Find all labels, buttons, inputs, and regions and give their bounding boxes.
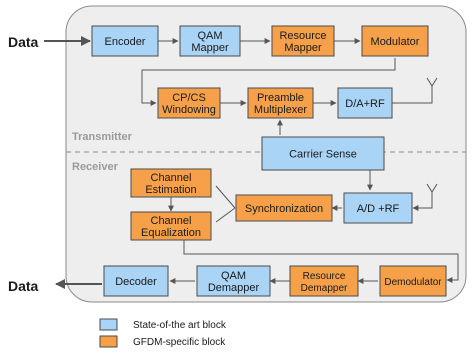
resource-demapper-block (289, 265, 359, 297)
channel-estimation-label-line: Estimation (145, 184, 196, 196)
arrow-sync-estimation (215, 185, 236, 209)
demodulator-label-line: Demodulator (384, 277, 442, 288)
carrier-sense-block (261, 136, 385, 171)
transmitter-label: Transmitter (72, 131, 133, 143)
legend-swatch-gfdm (99, 335, 118, 348)
qam-mapper-block (179, 25, 241, 57)
preamble-multiplexer-block (247, 87, 314, 119)
encoder-label: Encoder (105, 36, 146, 48)
qam-demapper-block (196, 265, 271, 297)
qam-mapper-label-line: QAM (197, 30, 222, 42)
cp-cs-windowing-block (157, 87, 221, 119)
demodulator-block (379, 265, 447, 297)
resource-mapper-label-line: Resource (279, 30, 326, 42)
carrier-sense-label-line: Carrier Sense (289, 149, 357, 161)
qam-demapper-label-line: Demapper (208, 282, 260, 294)
resource-mapper-block (271, 25, 335, 57)
arrow-modulator-cpcs (141, 58, 396, 106)
decoder-label-line: Decoder (115, 276, 157, 288)
ad-rf-label: A/D +RF (357, 203, 400, 215)
legend-swatch-state-of-art (99, 318, 118, 331)
channel-estimation-label-line: Channel (151, 172, 192, 184)
demodulator-label: Demodulator (384, 277, 442, 288)
resource-demapper-label-line: Resource (303, 271, 346, 282)
channel-equalization-label-line: Channel (151, 215, 192, 227)
cp-cs-windowing-label-line: CP/CS (172, 92, 206, 104)
encoder-label-line: Encoder (105, 36, 146, 48)
channel-equalization-block (130, 211, 212, 241)
resource-demapper-label-line: Demapper (301, 283, 348, 294)
encoder-block (91, 25, 159, 57)
receiver-label: Receiver (72, 161, 119, 173)
resource-mapper-label-line: Mapper (284, 42, 322, 54)
ad-rf-block (343, 192, 413, 224)
modulator-label-line: Modulator (371, 36, 420, 48)
legend-label-gfdm: GFDM-specific block (133, 337, 226, 348)
arrow-equalization-demodulator (183, 240, 459, 283)
arrow-sync-equalization (215, 207, 236, 223)
rx-antenna-icon (426, 183, 438, 193)
qam-mapper-label-line: Mapper (191, 42, 229, 54)
qam-demapper-label-line: QAM (221, 270, 246, 282)
channel-equalization-label-line: Equalization (141, 227, 201, 239)
decoder-label: Decoder (115, 276, 157, 288)
da-rf-label: D/A+RF (345, 98, 385, 110)
tx-antenna-icon (426, 77, 438, 87)
preamble-multiplexer-label-line: Multiplexer (254, 104, 308, 116)
data-output-label: Data (8, 278, 39, 294)
da-rf-label-line: D/A+RF (345, 98, 385, 110)
blocks (91, 25, 447, 297)
cp-cs-windowing-label-line: Windowing (162, 104, 216, 116)
rx-antenna-feed (412, 192, 433, 211)
tx-antenna-feed (392, 86, 433, 104)
da-rf-block (337, 87, 393, 119)
data-input-label: Data (8, 34, 39, 50)
synchronization-label: Synchronization (245, 203, 323, 215)
synchronization-label-line: Synchronization (245, 203, 323, 215)
ad-rf-label-line: A/D +RF (357, 203, 400, 215)
legend: State-of-the art block GFDM-specific blo… (99, 318, 227, 348)
legend-label-state-of-art: State-of-the art block (133, 320, 227, 331)
modulator-block (361, 25, 429, 57)
carrier-sense-label: Carrier Sense (289, 149, 357, 161)
synchronization-block (235, 194, 333, 222)
connectors (44, 36, 459, 289)
decoder-block (103, 265, 169, 297)
modulator-label: Modulator (371, 36, 420, 48)
preamble-multiplexer-label-line: Preamble (257, 92, 304, 104)
channel-estimation-block (130, 168, 212, 198)
